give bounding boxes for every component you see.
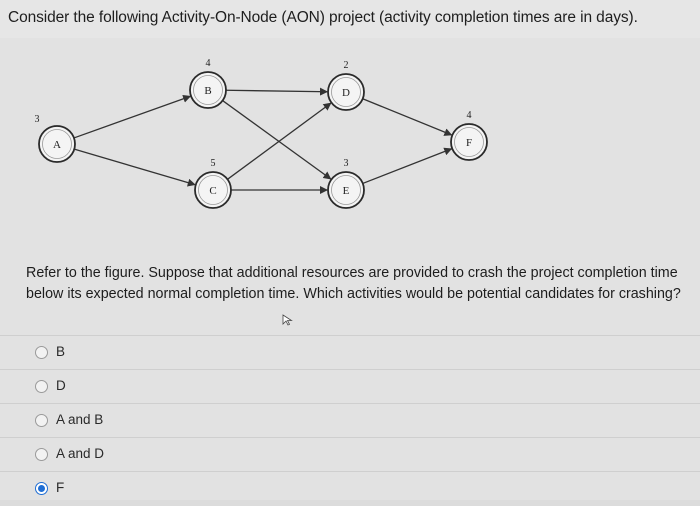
answer-option[interactable]: B [0, 335, 700, 370]
question-header-text: Consider the following Activity-On-Node … [8, 9, 638, 26]
answer-option-label: B [56, 344, 66, 359]
duration-label-C: 5 [211, 158, 216, 169]
edge-A-C [74, 148, 196, 187]
duration-label-A: 3 [35, 114, 40, 125]
answer-option-label: F [56, 480, 65, 495]
edge-D-F [362, 98, 453, 136]
node-label-A: A [53, 139, 61, 151]
node-A: A3 [35, 114, 76, 163]
node-B: B4 [189, 58, 227, 109]
node-D: D2 [327, 60, 365, 111]
node-circle-F [450, 123, 488, 161]
edge-B-E [222, 100, 332, 180]
node-E: E3 [327, 158, 365, 209]
duration-label-D: 2 [344, 60, 349, 71]
edge-A-B [73, 94, 192, 139]
node-circle-B [189, 71, 227, 109]
question-header: Consider the following Activity-On-Node … [0, 0, 700, 38]
radio-button-selected[interactable] [35, 482, 48, 495]
node-circle-C [194, 171, 232, 209]
node-label-F: F [466, 137, 472, 149]
answer-option-label: A and D [56, 446, 105, 461]
duration-label-B: 4 [206, 58, 211, 69]
node-circle-D [327, 73, 365, 111]
question-body [0, 38, 700, 500]
edge-E-F [362, 147, 453, 185]
radio-button[interactable] [35, 380, 48, 393]
answer-option[interactable]: A and D [0, 437, 700, 472]
answer-option[interactable]: D [0, 369, 700, 404]
edge-B-D [225, 87, 329, 96]
node-C: C5 [194, 158, 232, 209]
radio-button[interactable] [35, 346, 48, 359]
answer-option[interactable]: F [0, 471, 700, 506]
question-prompt: Refer to the figure. Suppose that additi… [26, 265, 681, 302]
node-label-B: B [204, 85, 211, 97]
node-label-D: D [342, 87, 350, 99]
node-circle-A [38, 125, 76, 163]
answer-option-label: D [56, 378, 66, 393]
answer-option-label: A and B [56, 412, 104, 427]
node-label-C: C [209, 185, 216, 197]
node-circle-E [327, 171, 365, 209]
duration-label-E: 3 [344, 158, 349, 169]
edge-C-D [227, 102, 332, 180]
radio-button[interactable] [35, 448, 48, 461]
radio-button[interactable] [35, 414, 48, 427]
node-F: F4 [450, 110, 488, 161]
mouse-cursor-icon [282, 314, 293, 326]
duration-label-F: 4 [467, 110, 472, 121]
answer-option[interactable]: A and B [0, 403, 700, 438]
node-label-E: E [343, 185, 350, 197]
